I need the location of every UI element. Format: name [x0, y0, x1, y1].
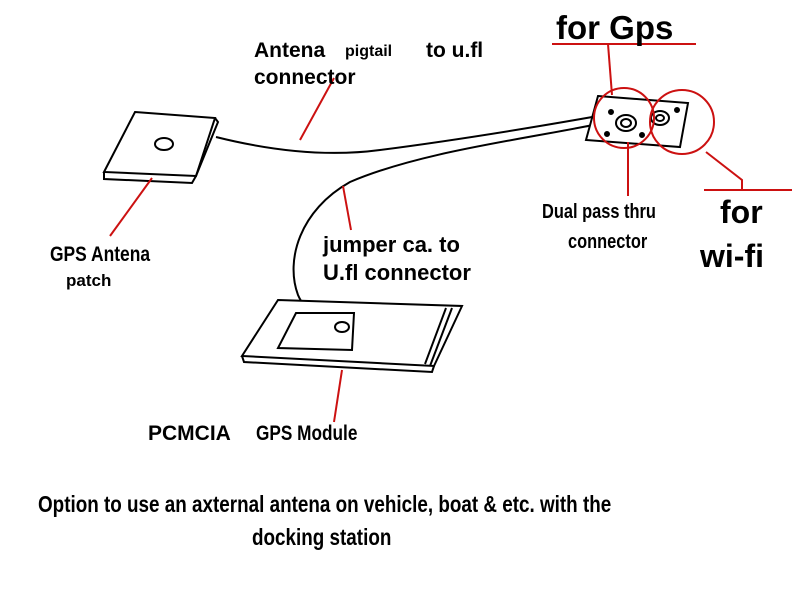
dual-pass-label-line1: Dual pass thru [542, 201, 656, 223]
jumper-label-line1: jumper ca. to [323, 232, 460, 257]
annotation-marks [109, 43, 792, 423]
gps-patch-label-line2: patch [66, 271, 112, 290]
gps-patch-label-line1: GPS Antena [50, 243, 151, 266]
caption-line2: docking station [252, 524, 392, 550]
gps-antenna-patch [102, 110, 220, 185]
pigtail-label-word1: Antena [254, 39, 326, 62]
pcmcia-label-word1: PCMCIA [148, 422, 231, 445]
jumper-cable [292, 123, 599, 327]
dual-pass-label-line2: connector [568, 231, 648, 253]
dual-pass-connector [584, 94, 690, 149]
jumper-label-line2: U.fl connector [323, 260, 471, 285]
caption-line1: Option to use an axternal antena on vehi… [38, 491, 612, 517]
pigtail-cable [215, 115, 599, 154]
pcmcia-module [240, 298, 464, 374]
for-gps-label: for Gps [556, 9, 674, 46]
pigtail-label-line2: connector [254, 66, 356, 89]
for-wifi-label-line1: for [720, 194, 763, 230]
pigtail-label-word2: pigtail [345, 43, 393, 60]
pcmcia-label-word2: GPS Module [256, 422, 358, 445]
pigtail-label-word3: to u.fl [426, 39, 484, 62]
for-wifi-label-line2: wi-fi [700, 238, 764, 274]
